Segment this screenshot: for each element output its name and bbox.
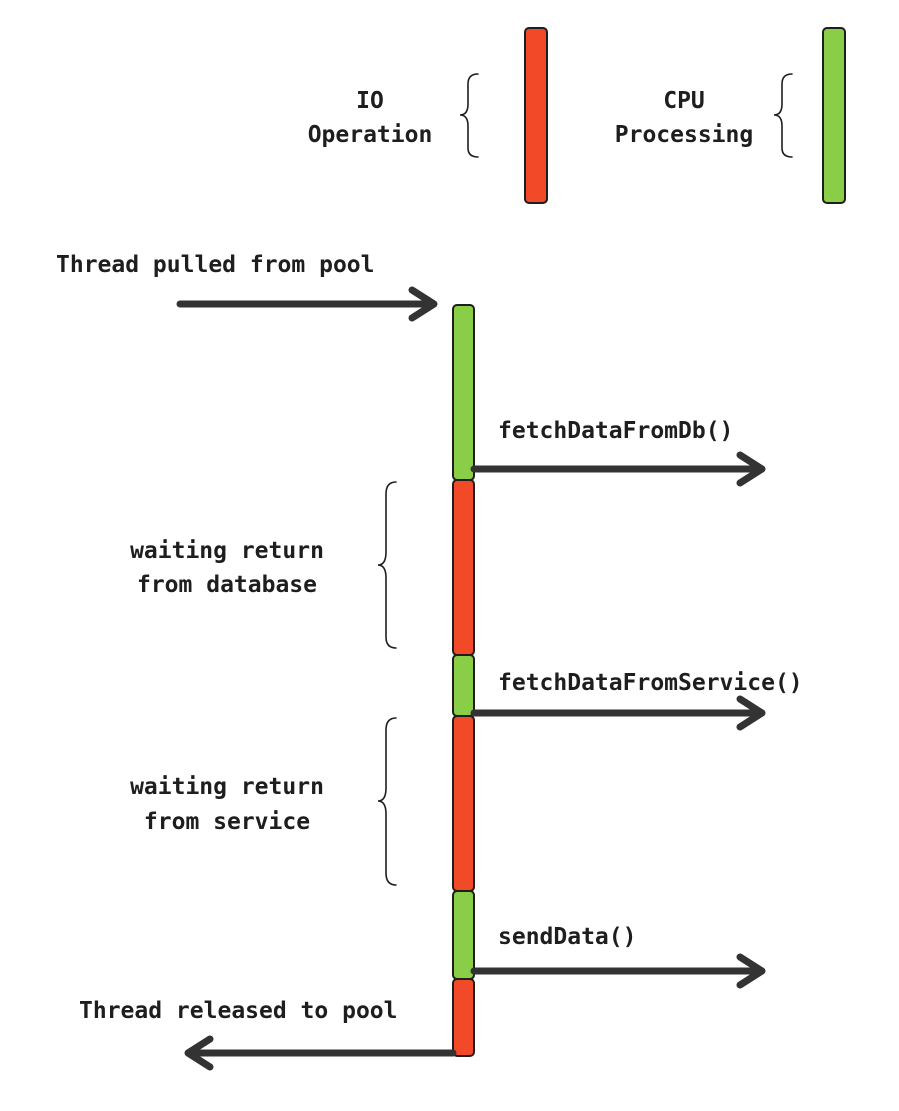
start-label: Thread pulled from pool	[56, 252, 375, 278]
legend-io-label-line2: Operation	[308, 122, 433, 148]
legend-io-label-line1: IO	[356, 88, 384, 114]
io-segment-2	[452, 715, 475, 892]
cpu-segment-1	[452, 304, 475, 481]
legend-cpu: CPU Processing	[615, 27, 846, 204]
wait-service: waiting return from service	[130, 717, 397, 886]
wait-service-brace	[377, 717, 397, 886]
wait-database-brace	[377, 481, 397, 649]
legend-io-brace	[459, 73, 479, 158]
legend-io: IO Operation	[308, 27, 548, 204]
cpu-segment-3	[452, 890, 475, 980]
legend-cpu-brace	[773, 73, 793, 158]
call-arrow-fetch-db	[470, 451, 766, 487]
wait-service-line1: waiting return	[130, 774, 324, 800]
timeline	[452, 304, 475, 1057]
call-label-send-data: sendData()	[498, 924, 636, 950]
call-arrow-fetch-service	[470, 695, 766, 731]
call-label-fetch-db: fetchDataFromDb()	[498, 418, 733, 444]
call-label-fetch-service: fetchDataFromService()	[498, 670, 803, 696]
legend-io-swatch	[524, 27, 548, 204]
end-label: Thread released to pool	[79, 998, 398, 1024]
end-arrow	[184, 1035, 457, 1071]
wait-database-line2: from database	[137, 572, 317, 598]
wait-database: waiting return from database	[130, 481, 397, 649]
start-arrow	[176, 286, 438, 322]
legend-cpu-swatch	[822, 27, 846, 204]
legend-cpu-label-line1: CPU	[663, 88, 705, 114]
cpu-segment-2	[452, 654, 475, 717]
wait-database-line1: waiting return	[130, 538, 324, 564]
io-segment-3	[452, 978, 475, 1057]
legend-cpu-label-line2: Processing	[615, 122, 753, 148]
io-segment-1	[452, 479, 475, 656]
wait-service-line2: from service	[144, 809, 310, 835]
call-arrow-send-data	[470, 953, 766, 989]
